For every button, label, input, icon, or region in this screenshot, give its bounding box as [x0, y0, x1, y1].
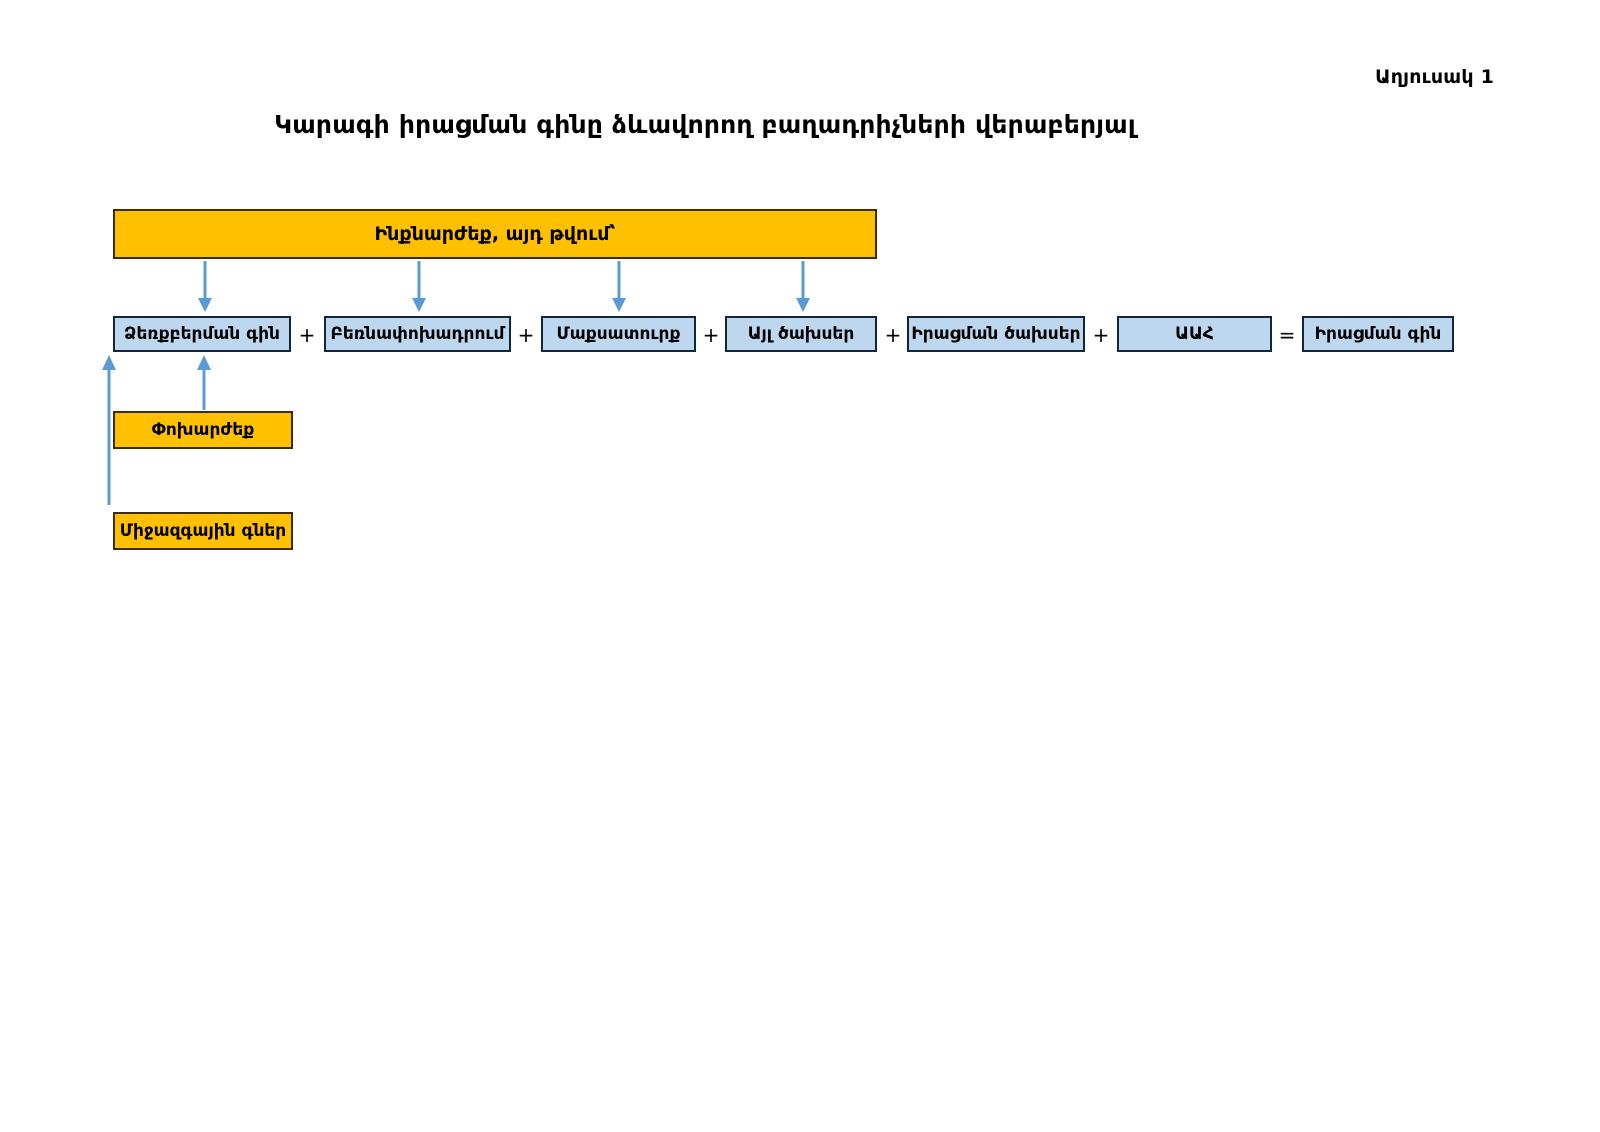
operator-plus-1: +	[298, 323, 316, 347]
box-cost-price: Ինքնարժեք, այդ թվում՝	[113, 209, 877, 259]
table-number-label: Աղյուսակ 1	[1375, 66, 1494, 88]
arrow-down-to-freight	[408, 261, 430, 313]
arrow-up-exchange-rate	[193, 355, 215, 410]
box-exchange-rate: Փոխարժեք	[113, 411, 293, 449]
operator-plus-3: +	[702, 323, 720, 347]
box-selling-costs: Իրացման ծախսեր	[907, 316, 1085, 352]
box-other-costs: Այլ ծախսեր	[725, 316, 877, 352]
box-vat: ԱԱՀ	[1117, 316, 1272, 352]
box-freight: Բեռնափոխադրում	[324, 316, 511, 352]
operator-plus-2: +	[517, 323, 535, 347]
operator-plus-4: +	[884, 323, 902, 347]
arrow-down-to-customs-duty	[608, 261, 630, 313]
arrow-up-international-prices	[98, 355, 120, 505]
page-title: Կարագի իրացման գինը ձևավորող բաղադրիչներ…	[274, 110, 1136, 139]
operator-plus-5: +	[1092, 323, 1110, 347]
box-selling-price: Իրացման գին	[1302, 316, 1454, 352]
arrow-down-to-purchase-price	[194, 261, 216, 313]
box-customs-duty: Մաքսատուրք	[541, 316, 696, 352]
box-purchase-price: Ձեռքբերման գին	[113, 316, 291, 352]
box-international-prices: Միջազգային գներ	[113, 512, 293, 550]
operator-equals: =	[1278, 323, 1296, 347]
arrow-down-to-other-costs	[792, 261, 814, 313]
